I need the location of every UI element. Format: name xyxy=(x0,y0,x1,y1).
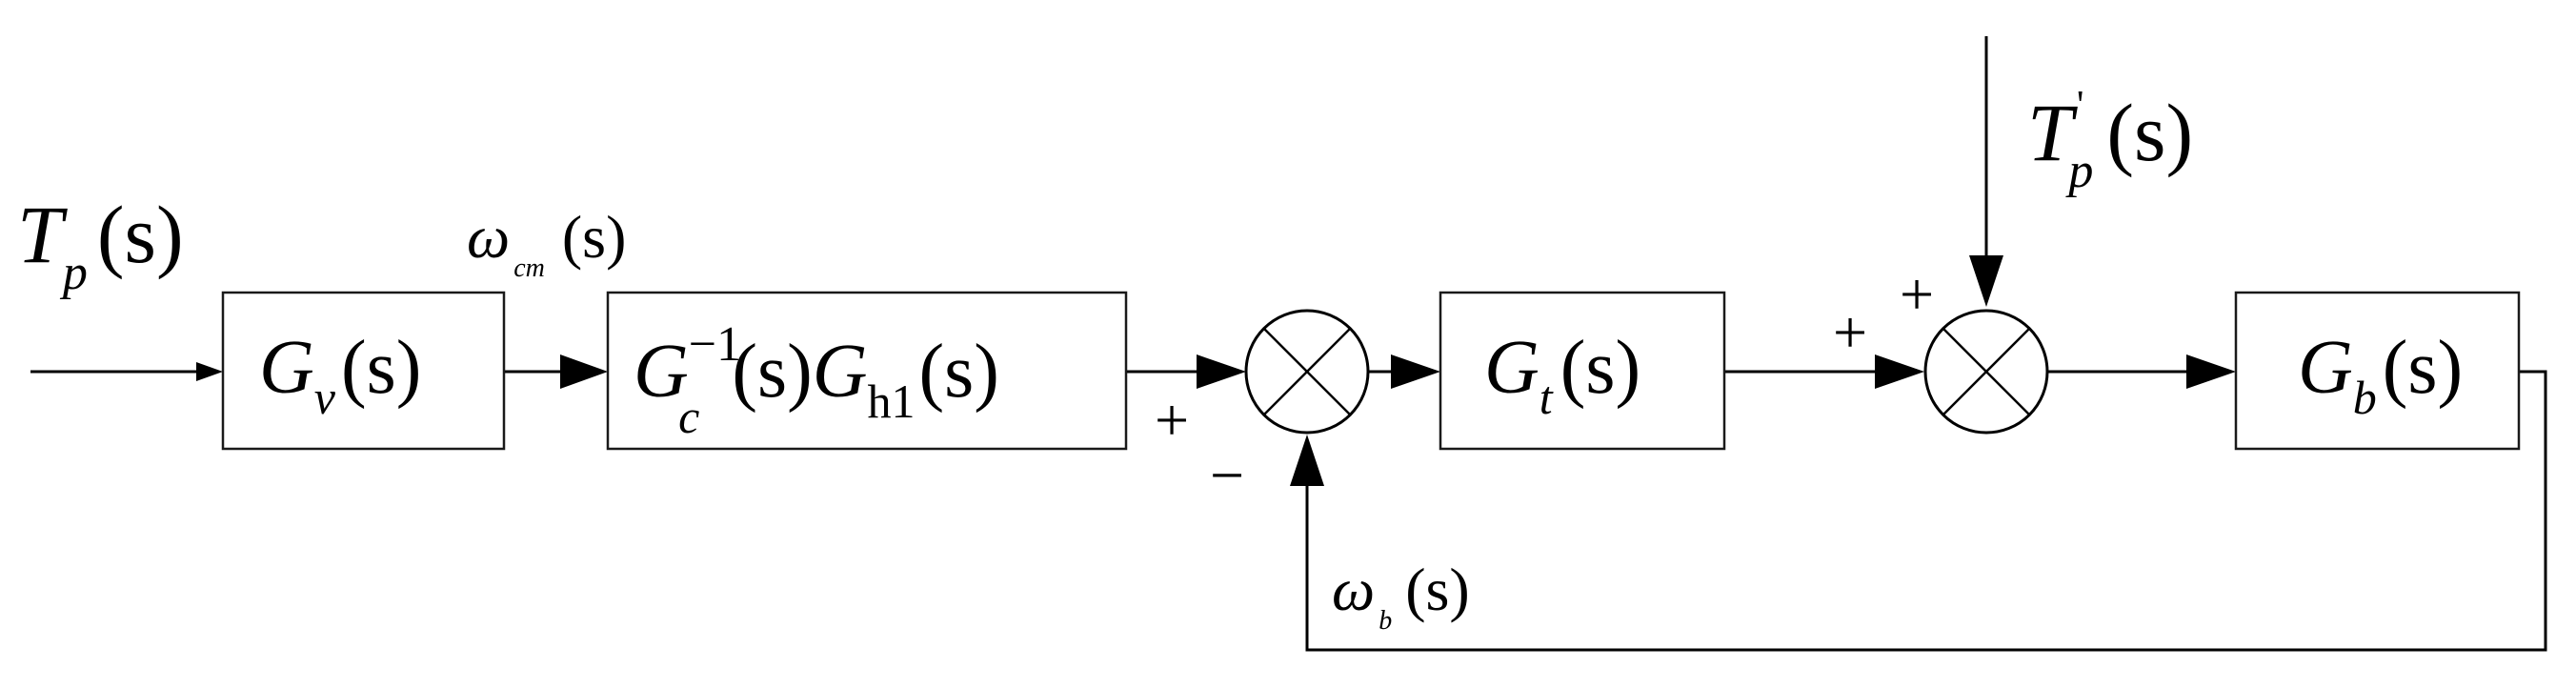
block-gt-label: Gt(s) xyxy=(1484,326,1640,424)
sum2-plus-left-sign: + xyxy=(1833,298,1867,366)
arrowhead xyxy=(1197,354,1246,389)
feedback-line xyxy=(1305,370,2547,652)
summing-junction-2 xyxy=(1923,309,2049,435)
block-gt: Gt(s) xyxy=(1439,291,1726,451)
arrowhead xyxy=(1290,435,1324,486)
block-gb-label: Gb(s) xyxy=(2298,326,2463,424)
summing-junction-1 xyxy=(1244,309,1370,435)
signal-tp-prime-label: T'p(s) xyxy=(2027,84,2193,198)
signal-lines xyxy=(30,36,2547,652)
arrowhead xyxy=(196,362,223,381)
arrowhead xyxy=(1391,354,1440,389)
signal-tp-label: Tp(s) xyxy=(17,189,184,300)
arrowhead xyxy=(1875,354,1924,389)
sum1-plus-sign: + xyxy=(1155,386,1189,454)
block-gv-label: Gv(s) xyxy=(259,326,421,424)
block-gv: Gv(s) xyxy=(221,291,506,451)
arrowheads xyxy=(196,255,2236,486)
arrowhead xyxy=(560,354,608,389)
block-gb: Gb(s) xyxy=(2234,291,2521,451)
sum2-plus-top-sign: + xyxy=(1900,260,1934,328)
arrowhead xyxy=(2186,354,2236,389)
sum1-minus-sign: − xyxy=(1210,441,1244,509)
arrowhead xyxy=(1969,255,2003,307)
